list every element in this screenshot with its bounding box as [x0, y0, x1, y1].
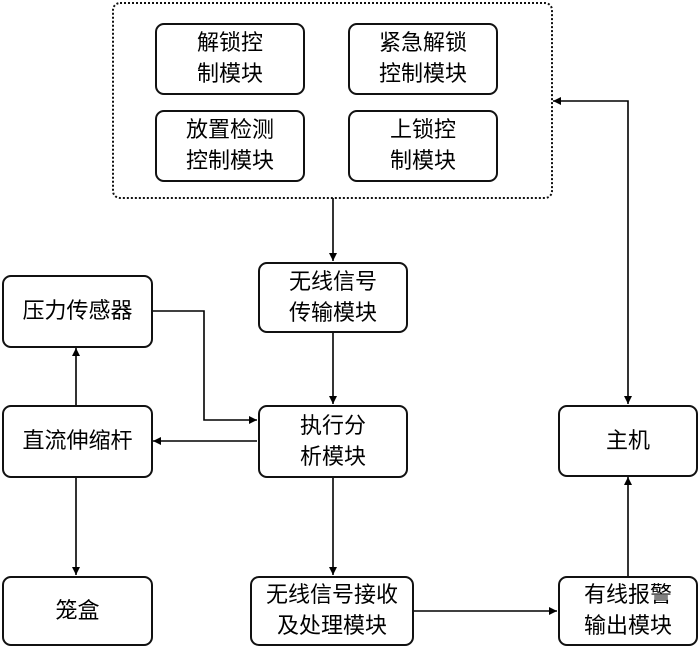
control-module-group — [112, 2, 553, 199]
arrow-pressure-to-exec — [153, 310, 257, 424]
wireless-receive-process-module: 无线信号接收 及处理模块 — [250, 576, 414, 646]
cage-box: 笼盒 — [2, 576, 153, 646]
pressure-sensor: 压力传感器 — [2, 275, 153, 348]
dc-telescopic-rod: 直流伸缩杆 — [2, 405, 153, 478]
placement-detect-control-module: 放置检测 控制模块 — [155, 110, 305, 182]
execution-analysis-module: 执行分 析模块 — [258, 405, 408, 478]
unlock-control-module: 解锁控 制模块 — [155, 23, 305, 95]
lock-control-module: 上锁控 制模块 — [348, 110, 498, 182]
wired-alarm-output-module: 有线报警 输出模块 — [558, 576, 698, 646]
emergency-unlock-control-module: 紧急解锁 控制模块 — [348, 23, 498, 95]
wireless-transmission-module: 无线信号 传输模块 — [258, 262, 408, 333]
arrow-host-group-bidirectional — [553, 97, 632, 404]
host-computer: 主机 — [558, 405, 698, 477]
